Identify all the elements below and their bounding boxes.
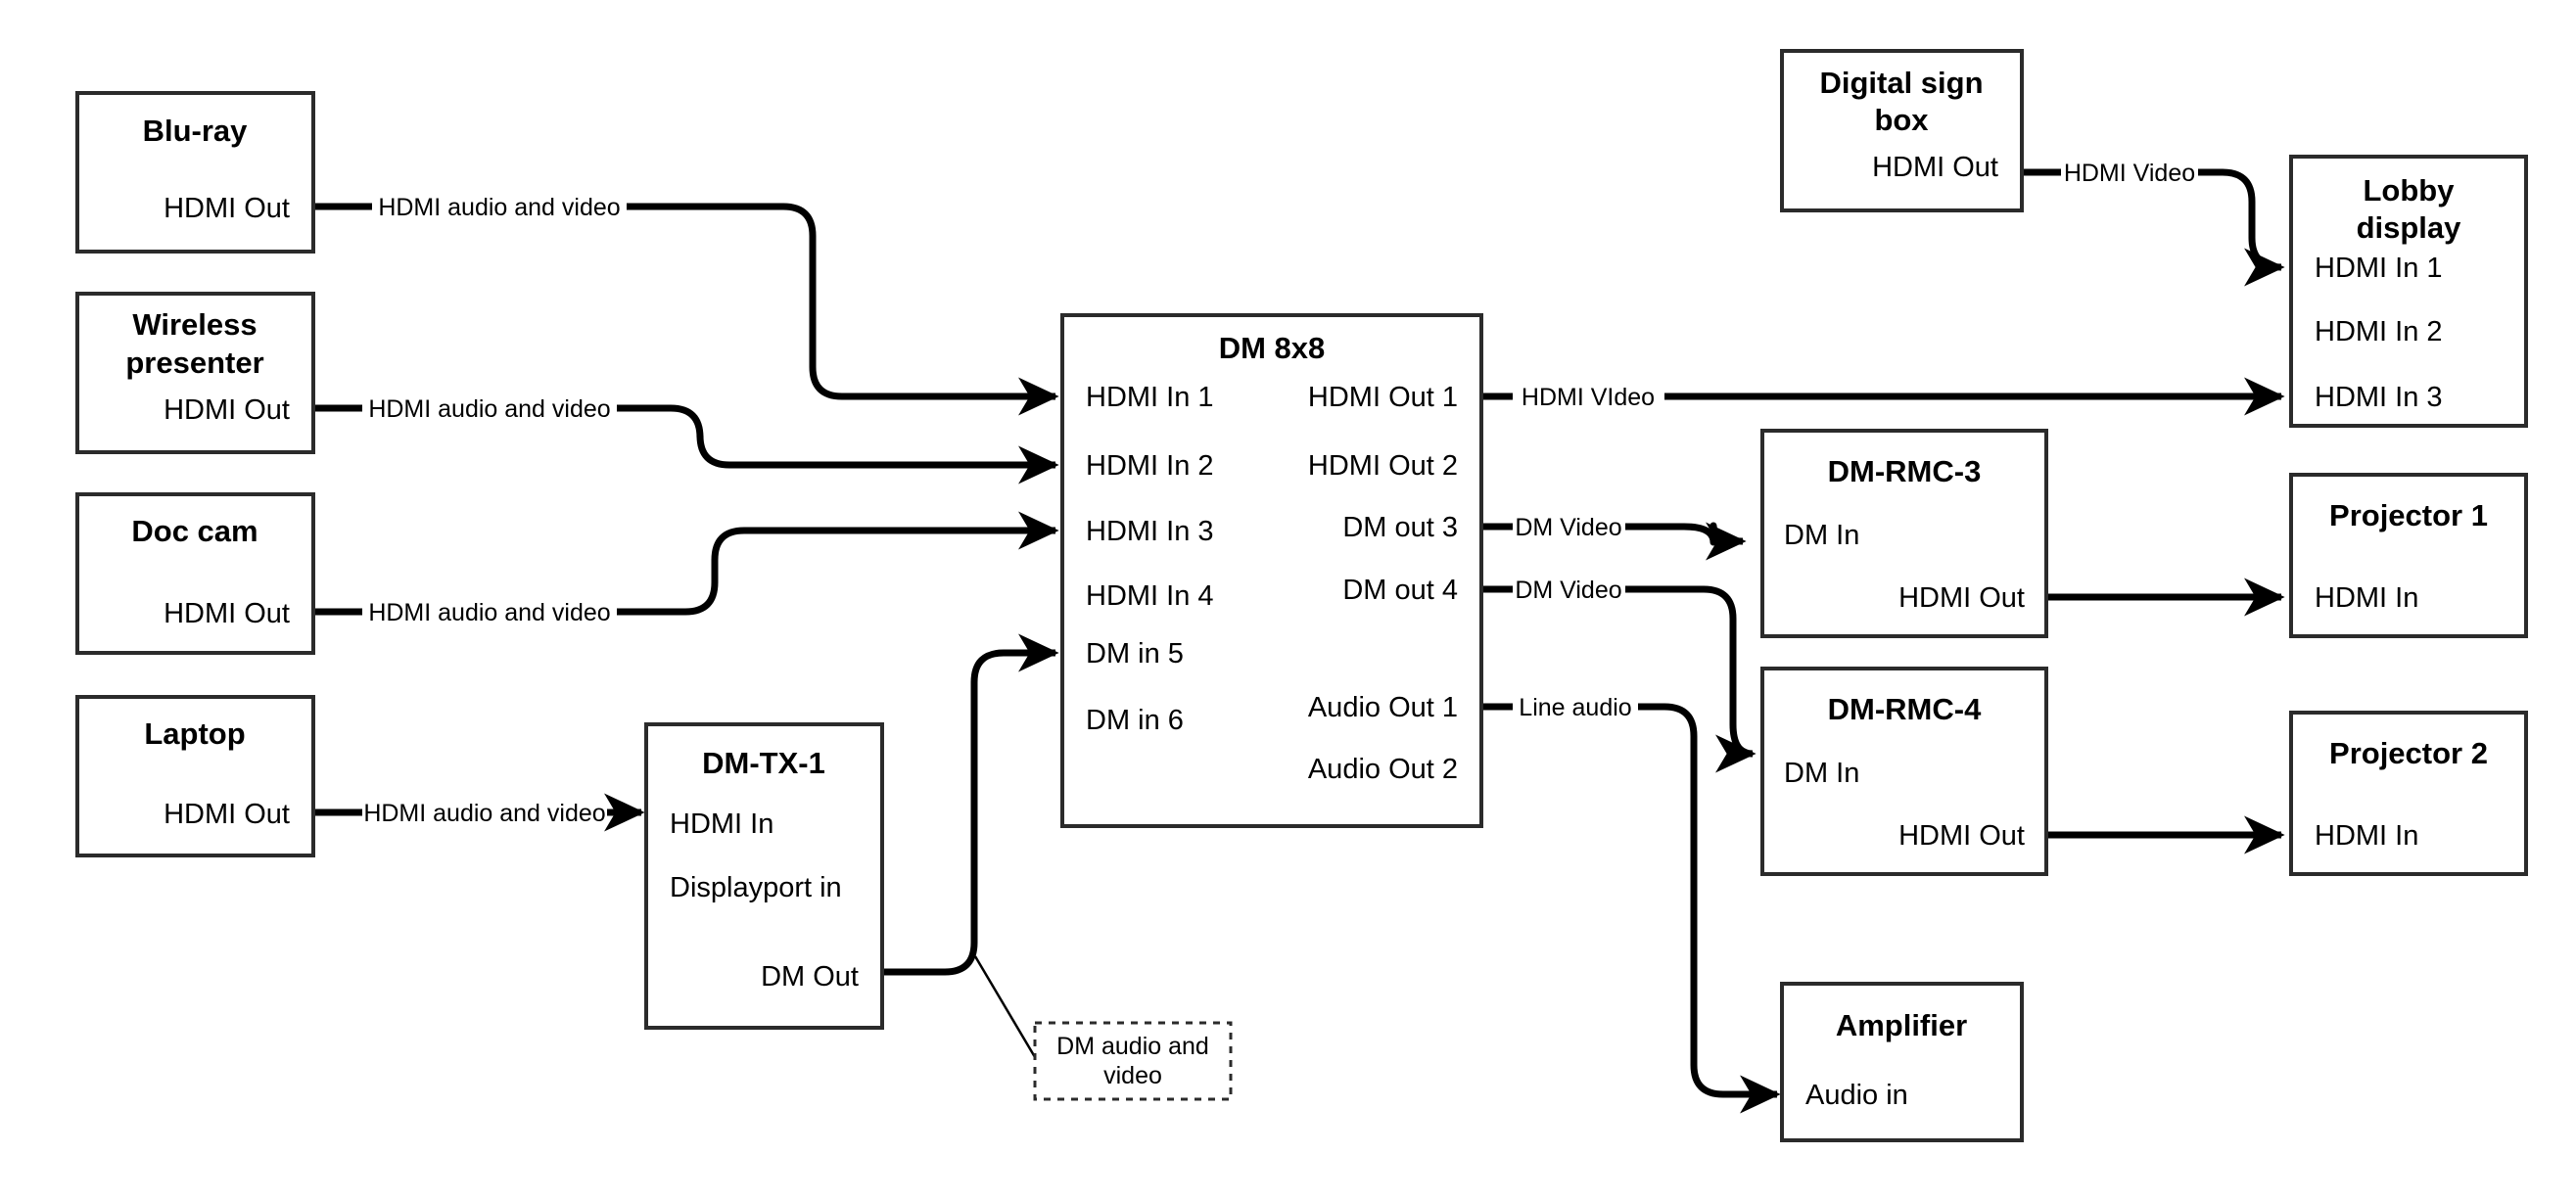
dm-tx-1-box[interactable] (644, 722, 884, 1030)
device-doc-cam[interactable]: Doc cam HDMI Out (75, 492, 315, 655)
dm-8x8-input-hdmi-in-4: HDMI In 4 (1086, 580, 1214, 612)
callout-dm-tx-out-line1: DM audio and (1056, 1033, 1209, 1060)
device-dm-tx-1[interactable]: DM-TX-1 HDMI In Displayport in DM Out (644, 722, 884, 1030)
bluray-box[interactable] (75, 91, 315, 254)
dm-8x8-output-audio-out-2: Audio Out 2 (1308, 754, 1458, 785)
laptop-port-hdmi-out: HDMI Out (164, 799, 290, 830)
dm-8x8-output-hdmi-out-2: HDMI Out 2 (1308, 450, 1458, 482)
wire-dmtx1-to-dm8x8 (882, 633, 1059, 976)
label-dm8x8-audioout1-to-amplifier: Line audio (1519, 694, 1631, 721)
wire-doccam-to-dm8x8 (313, 531, 1055, 616)
dm-8x8-input-hdmi-in-2: HDMI In 2 (1086, 450, 1214, 482)
dm-rmc-4-title: DM-RMC-4 (1828, 692, 1982, 726)
projector-2-box[interactable] (2289, 711, 2528, 876)
wire-dm8x8-dmout4-to-rmc4 (1481, 585, 1753, 754)
projector-1-port-hdmi-in: HDMI In (2315, 582, 2418, 614)
label-laptop-to-dmtx1: HDMI audio and video (363, 800, 605, 827)
laptop-box[interactable] (75, 695, 315, 857)
dm-8x8-output-dm-out-4: DM out 4 (1342, 575, 1458, 606)
label-dm8x8-dmout4-to-rmc4: DM Video (1515, 577, 1621, 604)
wire-sign-to-lobby (2022, 168, 2281, 267)
callout-leader-line (973, 955, 1037, 1058)
bluray-title: Blu-ray (143, 114, 249, 148)
projector-2-port-hdmi-in: HDMI In (2315, 820, 2418, 852)
label-dm8x8-hdmiout1-to-lobby: HDMI VIdeo (1522, 384, 1655, 411)
dm-8x8-output-dm-out-3: DM out 3 (1342, 512, 1458, 543)
bluray-port-hdmi-out: HDMI Out (164, 193, 290, 224)
dm-8x8-input-hdmi-in-1: HDMI In 1 (1086, 382, 1214, 413)
lobby-display-input-hdmi-in-1: HDMI In 1 (2315, 253, 2443, 284)
label-doccam-to-dm8x8: HDMI audio and video (368, 599, 610, 626)
device-dm-rmc-4[interactable]: DM-RMC-4 DM In HDMI Out (1760, 667, 2048, 876)
device-laptop[interactable]: Laptop HDMI Out (75, 695, 315, 857)
digital-sign-box-title-line2: box (1874, 103, 1929, 137)
dm-8x8-box[interactable] (1060, 313, 1483, 828)
dm-rmc-3-box[interactable] (1760, 429, 2048, 638)
label-dm8x8-dmout3-to-rmc3: DM Video (1515, 514, 1621, 541)
dm-8x8-input-hdmi-in-3: HDMI In 3 (1086, 516, 1214, 547)
dm-8x8-output-audio-out-1: Audio Out 1 (1308, 692, 1458, 723)
wire-dm8x8-dmout3-to-rmc3 (1481, 526, 1743, 542)
wireless-presenter-box[interactable] (75, 292, 315, 454)
dm-rmc-4-box[interactable] (1760, 667, 2048, 876)
wire-bluray-to-dm8x8 (313, 203, 1055, 396)
device-amplifier[interactable]: Amplifier Audio in (1780, 982, 2024, 1142)
callout-dm-tx-out-box (1033, 1021, 1233, 1101)
dm-rmc-3-port-hdmi-out: HDMI Out (1898, 582, 2025, 614)
dm-rmc-3-port-dm-in: DM In (1784, 520, 1859, 551)
dm-tx-1-port-hdmi-in: HDMI In (670, 808, 773, 840)
lobby-display-input-hdmi-in-2: HDMI In 2 (2315, 316, 2443, 347)
callout-dm-tx-out-line2: video (1103, 1062, 1162, 1089)
label-wireless-to-dm8x8: HDMI audio and video (368, 395, 610, 423)
wireless-presenter-title-line1: Wireless (132, 307, 257, 342)
doc-cam-box[interactable] (75, 492, 315, 655)
laptop-title: Laptop (144, 716, 245, 751)
dm-8x8-title: DM 8x8 (1219, 331, 1326, 365)
device-lobby-display[interactable]: Lobby display HDMI In 1 HDMI In 2 HDMI I… (2289, 155, 2528, 428)
dm-rmc-4-port-dm-in: DM In (1784, 758, 1859, 789)
device-dm-8x8[interactable]: DM 8x8 HDMI In 1 HDMI In 2 HDMI In 3 HDM… (1060, 313, 1483, 828)
doc-cam-port-hdmi-out: HDMI Out (164, 598, 290, 629)
amplifier-title: Amplifier (1836, 1008, 1967, 1042)
projector-2-title: Projector 2 (2329, 736, 2488, 770)
callout-dm-audio-and-video: DM audio and video (1033, 1021, 1233, 1101)
lobby-display-title-line2: display (2357, 210, 2462, 245)
dm-8x8-input-dm-in-5: DM in 5 (1086, 638, 1184, 670)
doc-cam-title: Doc cam (131, 514, 258, 548)
projector-1-box[interactable] (2289, 473, 2528, 638)
lobby-display-input-hdmi-in-3: HDMI In 3 (2315, 382, 2443, 413)
dm-tx-1-title: DM-TX-1 (702, 746, 825, 780)
amplifier-box[interactable] (1780, 982, 2024, 1142)
dm-8x8-input-dm-in-6: DM in 6 (1086, 705, 1184, 736)
wire-dm8x8-audioout1-to-amplifier (1481, 703, 1777, 1094)
device-digital-sign-box[interactable]: Digital sign box HDMI Out (1780, 49, 2024, 212)
device-projector-1[interactable]: Projector 1 HDMI In (2289, 473, 2528, 638)
wire-wireless-to-dm8x8 (313, 404, 1055, 465)
lobby-display-title-line1: Lobby (2364, 173, 2456, 208)
device-dm-rmc-3[interactable]: DM-RMC-3 DM In HDMI Out (1760, 429, 2048, 638)
dm-rmc-3-title: DM-RMC-3 (1828, 454, 1982, 488)
dm-tx-1-port-displayport-in: Displayport in (670, 872, 842, 903)
digital-sign-box-title-line1: Digital sign (1819, 66, 1983, 100)
projector-1-title: Projector 1 (2329, 498, 2488, 532)
dm-8x8-output-hdmi-out-1: HDMI Out 1 (1308, 382, 1458, 413)
device-bluray[interactable]: Blu-ray HDMI Out (75, 91, 315, 254)
dm-tx-1-port-dm-out: DM Out (761, 961, 859, 993)
lobby-display-box[interactable] (2289, 155, 2528, 428)
device-projector-2[interactable]: Projector 2 HDMI In (2289, 711, 2528, 876)
dm-rmc-4-port-hdmi-out: HDMI Out (1898, 820, 2025, 852)
wireless-presenter-title-line2: presenter (125, 346, 263, 380)
label-sign-to-lobby: HDMI Video (2064, 160, 2195, 187)
label-bluray-to-dm8x8: HDMI audio and video (378, 194, 620, 221)
amplifier-port-audio-in: Audio in (1805, 1080, 1908, 1111)
wireless-presenter-port-hdmi-out: HDMI Out (164, 394, 290, 426)
digital-sign-box[interactable] (1780, 49, 2024, 212)
digital-sign-box-port-hdmi-out: HDMI Out (1872, 152, 1998, 183)
device-wireless-presenter[interactable]: Wireless presenter HDMI Out (75, 292, 315, 454)
